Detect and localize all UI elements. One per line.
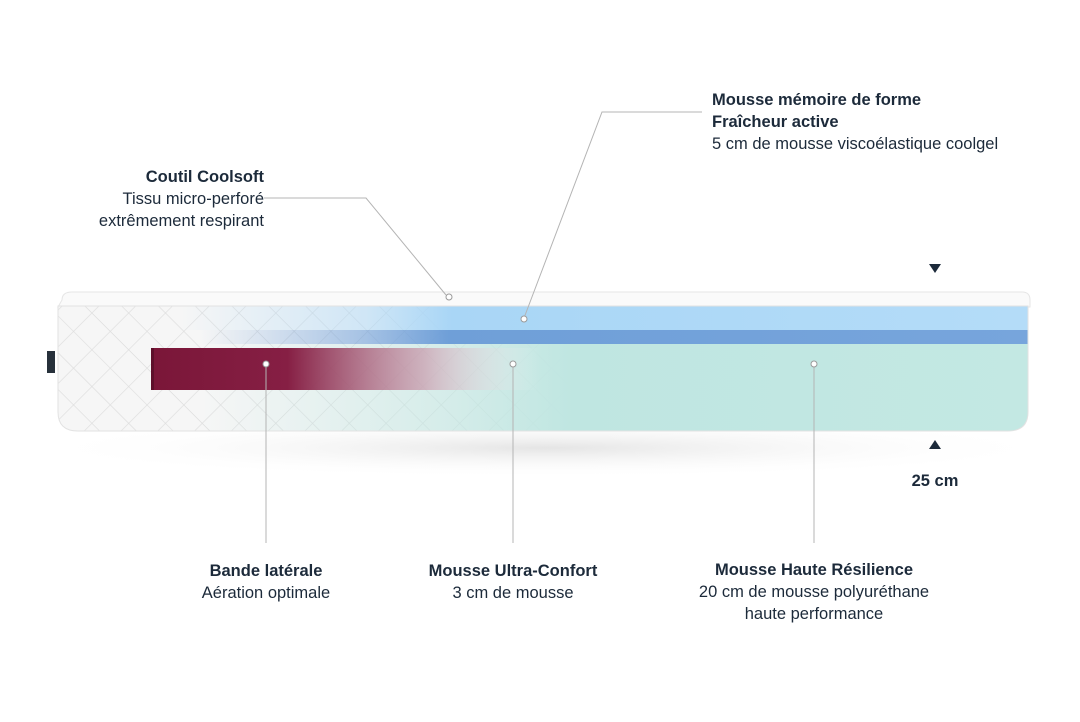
memoire-subtitle: Fraîcheur active [712,113,839,131]
coutil-line2: extrêmement respirant [98,212,264,230]
dimension-height: 25 cm [911,472,959,490]
leader-lines [264,111,815,543]
leader-memoire [523,111,702,319]
side-band [151,348,541,390]
bande-title: Bande latérale [209,562,323,580]
mattress-body [58,306,1028,431]
cover-top [57,291,1031,308]
ultra-line1: 3 cm de mousse [452,584,574,602]
hr-title: Mousse Haute Résilience [714,561,914,579]
memory-foam-layer [180,306,1028,330]
leader-dots [262,293,818,368]
memoire-line1: 5 cm de mousse viscoélastique coolgel [712,135,999,153]
coutil-line1: Tissu micro-perforé [122,190,265,208]
memoire-title: Mousse mémoire de forme [712,91,922,109]
separator-layer [200,330,1028,344]
label-coutil: Coutil Coolsoft Tissu micro-perforé extr… [44,166,264,232]
mattress-shadow [25,418,1065,478]
ultra-title: Mousse Ultra-Confort [428,562,598,580]
triangle-up-icon [929,440,941,449]
hr-line1: 20 cm de mousse polyuréthane [698,583,930,601]
label-bande: Bande latérale Aération optimale [156,560,376,604]
triangle-down-icon [929,264,941,273]
bande-line1: Aération optimale [201,584,331,602]
label-ultra: Mousse Ultra-Confort 3 cm de mousse [393,560,633,604]
label-hr: Mousse Haute Résilience 20 cm de mousse … [664,559,964,625]
coutil-title: Coutil Coolsoft [145,168,264,186]
hr-line2: haute performance [744,605,884,623]
leader-coutil [264,197,447,296]
brand-tag [47,351,55,373]
label-memoire: Mousse mémoire de forme Fraîcheur active… [712,89,1052,155]
